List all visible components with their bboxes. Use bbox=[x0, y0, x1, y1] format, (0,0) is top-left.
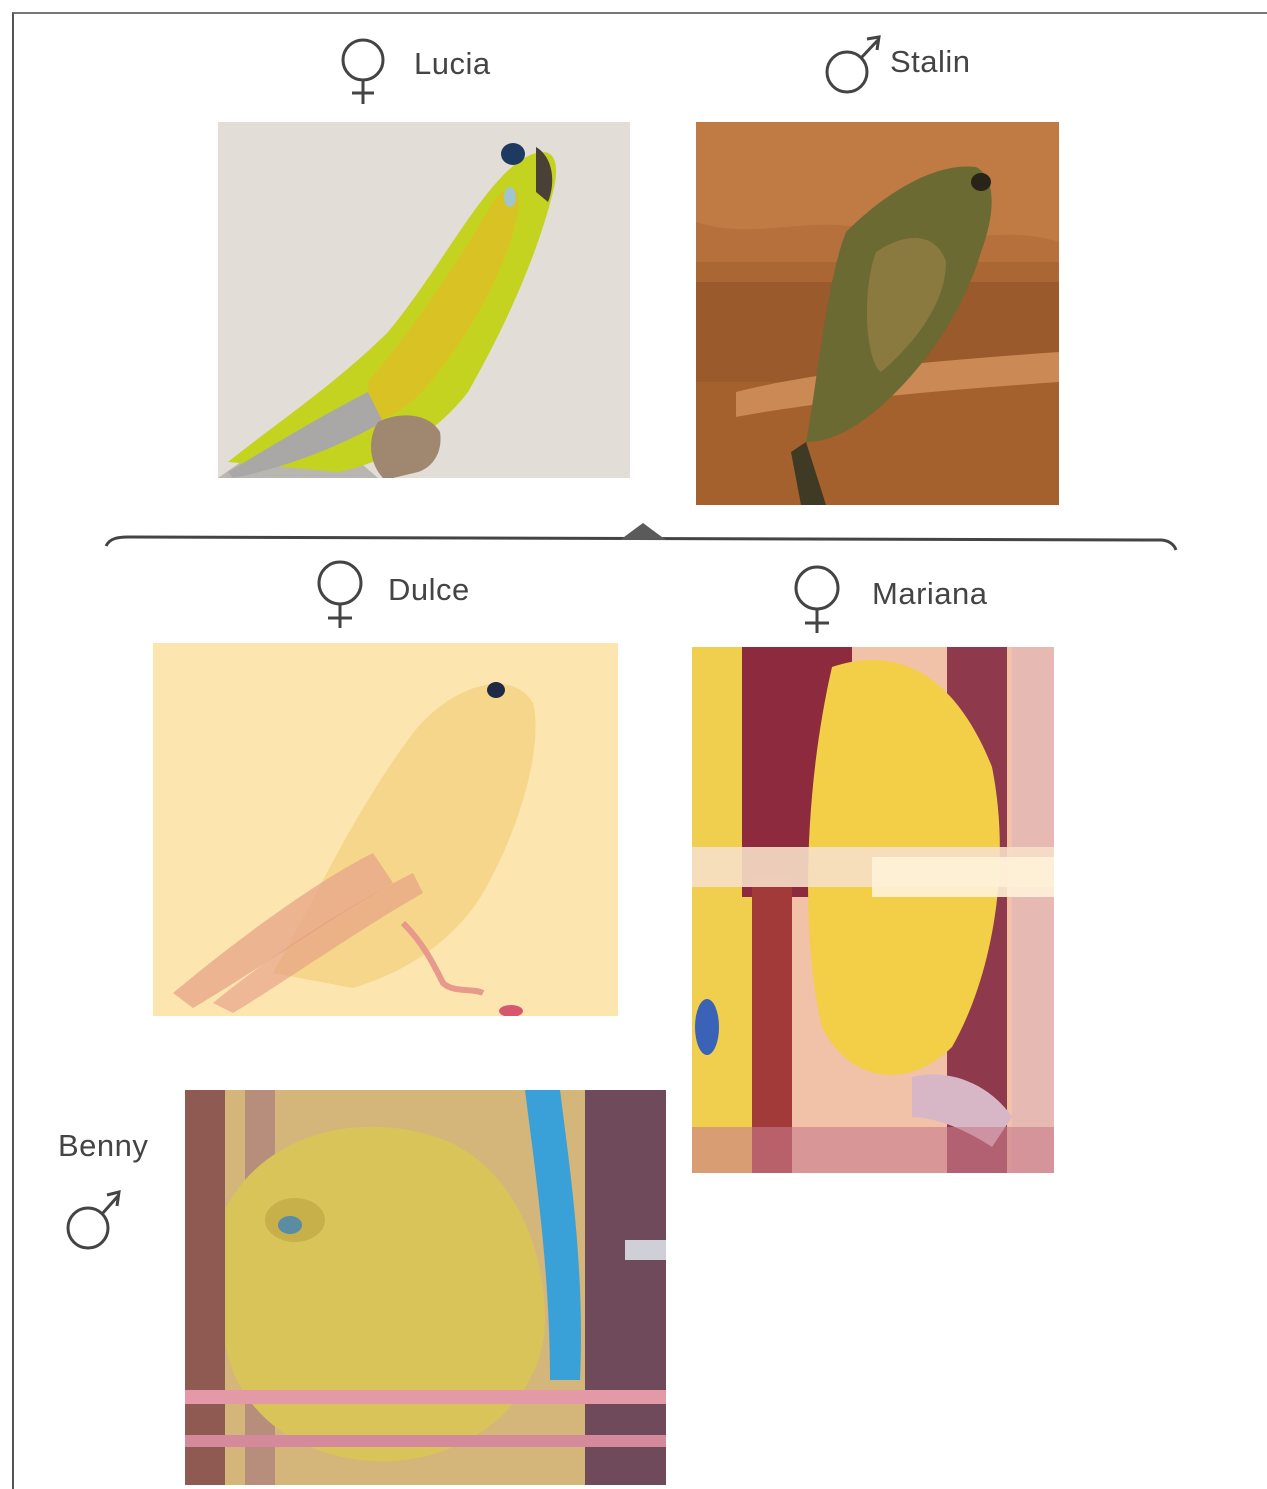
offspring-name-benny: Benny bbox=[58, 1128, 148, 1164]
photo-stalin bbox=[696, 122, 1059, 505]
parent-name-lucia: Lucia bbox=[414, 46, 491, 82]
photo-dulce bbox=[153, 643, 618, 1016]
photo-benny bbox=[185, 1090, 666, 1485]
offspring-name-dulce: Dulce bbox=[388, 572, 470, 608]
venus-icon bbox=[310, 558, 370, 630]
photo-lucia bbox=[218, 122, 630, 478]
photo-mariana bbox=[692, 647, 1054, 1173]
mars-icon bbox=[823, 32, 887, 98]
venus-icon bbox=[333, 36, 393, 106]
venus-icon bbox=[787, 563, 847, 635]
mars-icon bbox=[64, 1186, 126, 1252]
offspring-name-mariana: Mariana bbox=[872, 576, 988, 612]
parent-name-stalin: Stalin bbox=[890, 44, 971, 80]
